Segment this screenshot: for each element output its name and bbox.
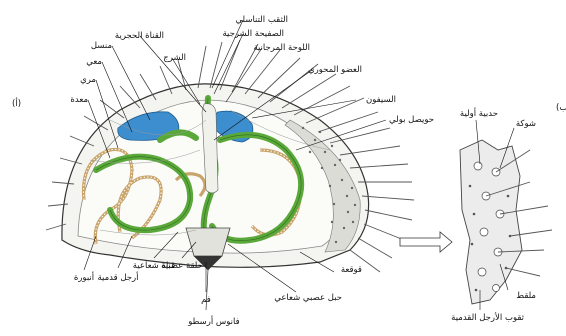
label-tube-feet: أرجل قدمية — [97, 271, 138, 283]
label-madreporite: الصفيحة الشرجية — [222, 29, 284, 39]
label-tubercle: حدبية أولية — [460, 107, 498, 119]
label-tube-feet-pores: ثقوب الأرجل القدمية — [451, 312, 524, 323]
label-madreporite-plate: اللوحة المرجانية — [253, 43, 310, 53]
label-mouth: فم — [201, 295, 211, 305]
label-intestine: معي — [86, 57, 102, 67]
panel-b-label: (ب — [556, 103, 566, 113]
test-fragment — [460, 140, 552, 304]
label-test: قوقعة — [341, 265, 362, 275]
label-anus: الشرج — [163, 53, 186, 63]
label-siphon: السيفون — [366, 95, 396, 105]
label-stomach: معدة — [70, 95, 88, 105]
label-genital-pore: الثقب التناسلي — [235, 15, 288, 25]
label-ampulla: أنبورة — [74, 271, 94, 283]
label-esophagus: مري — [80, 75, 96, 85]
label-lantern: فانوس أرسطو — [187, 315, 239, 327]
label-mesentery: منسل — [91, 41, 112, 51]
arrow-to-detail — [400, 232, 452, 252]
label-pedicellaria: ملقط — [516, 291, 536, 301]
label-axial-organ: العضو المحوري — [308, 65, 362, 75]
panel-a-label: (أ) — [12, 97, 21, 109]
label-stone-canal: القناة الحجرية — [115, 31, 164, 41]
label-spine: شوكة — [516, 119, 536, 129]
label-ring-canal: حلقة عصبية — [161, 261, 203, 271]
label-radial-nerve: حبل عصبي شعاعي — [274, 293, 342, 303]
label-polian-vesicle: حويصل بولي — [389, 115, 434, 125]
aristotle-lantern — [186, 228, 230, 256]
